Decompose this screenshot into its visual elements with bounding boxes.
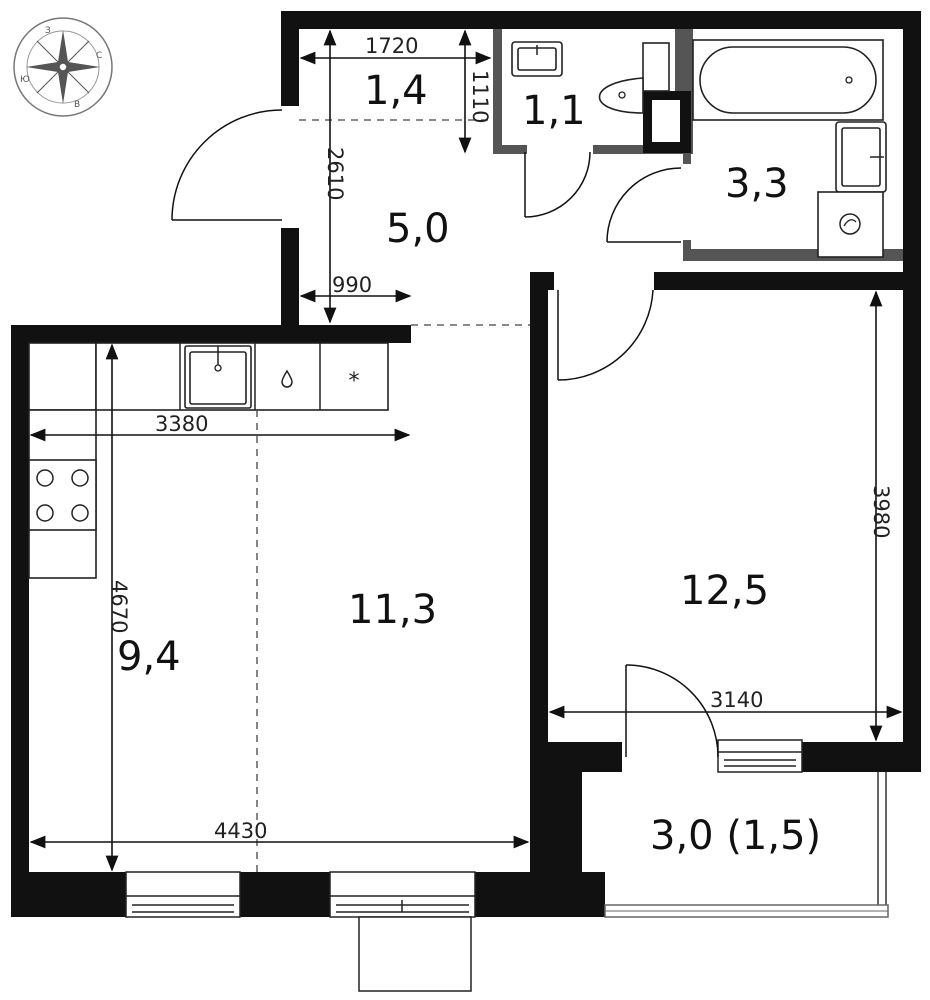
- bathtub-icon: [692, 39, 884, 121]
- room-hall-area: 5,0: [386, 206, 450, 252]
- dimension-lines: [29, 29, 903, 872]
- compass-west-letter: Ю: [20, 75, 30, 85]
- fixtures: *: [28, 39, 887, 579]
- dim-hall-width: 1720: [365, 34, 418, 58]
- room-areas: 1,4 5,0 1,1 3,3 9,4 11,3 12,5 3,0 (1,5): [117, 68, 821, 859]
- dishwasher-icon: [281, 369, 293, 388]
- washing-machine-icon: [817, 191, 884, 258]
- exterior-walls: [11, 11, 921, 917]
- compass-east-letter: С: [96, 51, 102, 61]
- kitchen-sink-icon: [184, 345, 252, 409]
- dim-bedroom-depth: 3980: [869, 485, 893, 538]
- dim-kitchen-depth: 4670: [107, 580, 131, 633]
- stove-icon: [28, 409, 97, 579]
- dim-entry-offset: 990: [332, 273, 372, 297]
- fridge-symbol: *: [349, 369, 360, 394]
- dim-kitchen-counter: 3380: [155, 412, 208, 436]
- compass-north-letter: З: [45, 26, 51, 36]
- dim-bedroom-width: 3140: [710, 688, 763, 712]
- room-wc-area: 1,1: [522, 88, 586, 134]
- doors: [171, 109, 719, 758]
- compass-rose-icon: З С В Ю: [13, 17, 113, 117]
- toilet-icon: [598, 42, 670, 114]
- room-bathroom-area: 3,3: [725, 161, 789, 207]
- room-hall-top-area: 1,4: [364, 68, 428, 114]
- windows: [125, 739, 803, 992]
- compass-south-letter: В: [74, 100, 80, 110]
- fridge-icon: *: [349, 369, 360, 394]
- bathroom-sink-icon: [835, 121, 887, 193]
- dim-hall-depth: 1110: [468, 70, 492, 123]
- room-balcony-area: 3,0 (1,5): [650, 813, 821, 859]
- dim-living-width: 4430: [214, 819, 267, 843]
- dim-hall-height: 2610: [323, 147, 347, 200]
- dimension-labels: 1720 1110 2610 990 3380 4670 4430 3980 3…: [107, 34, 893, 843]
- room-bedroom-area: 12,5: [680, 568, 769, 614]
- room-kitchen-area: 9,4: [117, 634, 181, 680]
- room-living-area: 11,3: [348, 587, 437, 633]
